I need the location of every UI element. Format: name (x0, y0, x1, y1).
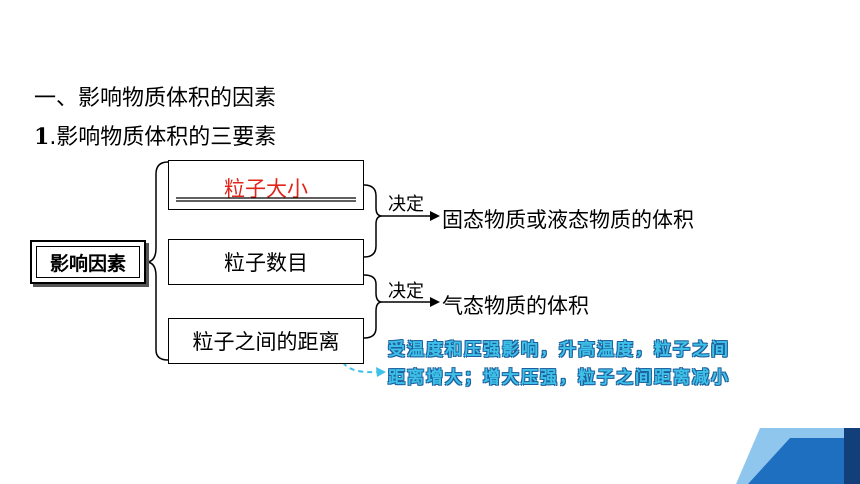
corner-dark-shape (748, 438, 860, 484)
main-brace (145, 161, 169, 361)
subsection-number: 1 (34, 124, 50, 150)
arrow-head-2 (430, 297, 440, 307)
determines-label-2: 决定 (388, 281, 424, 302)
corner-edge-strip (844, 428, 860, 484)
factor-count-label: 粒子数目 (224, 251, 308, 275)
factor-box-distance: 粒子之间的距离 (168, 318, 364, 364)
result-gas: 气态物质的体积 (442, 294, 589, 318)
main-factor-label: 影响因素 (36, 246, 140, 278)
factor-distance-label: 粒子之间的距离 (192, 330, 340, 354)
determines-label-1: 决定 (388, 194, 424, 215)
note-line-2: 距离增大；增大压强，粒子之间距离减小 (388, 368, 730, 388)
factor-box-size: 粒子大小 (168, 160, 364, 210)
note-line-1: 受温度和压强影响，升高温度，粒子之间 (388, 340, 730, 360)
subsection-text: .影响物质体积的三要素 (49, 125, 277, 150)
note-pointer-head (376, 367, 386, 377)
main-factor-box: 影响因素 (30, 240, 146, 284)
subsection-title: 1.影响物质体积的三要素 (34, 119, 276, 151)
arrow-head-1 (430, 211, 440, 221)
factor-size-answer: 粒子大小 (224, 177, 308, 201)
result-solid-liquid: 固态物质或液态物质的体积 (442, 208, 694, 232)
section-title: 一、影响物质体积的因素 (34, 86, 277, 111)
factor-box-count: 粒子数目 (168, 239, 364, 285)
